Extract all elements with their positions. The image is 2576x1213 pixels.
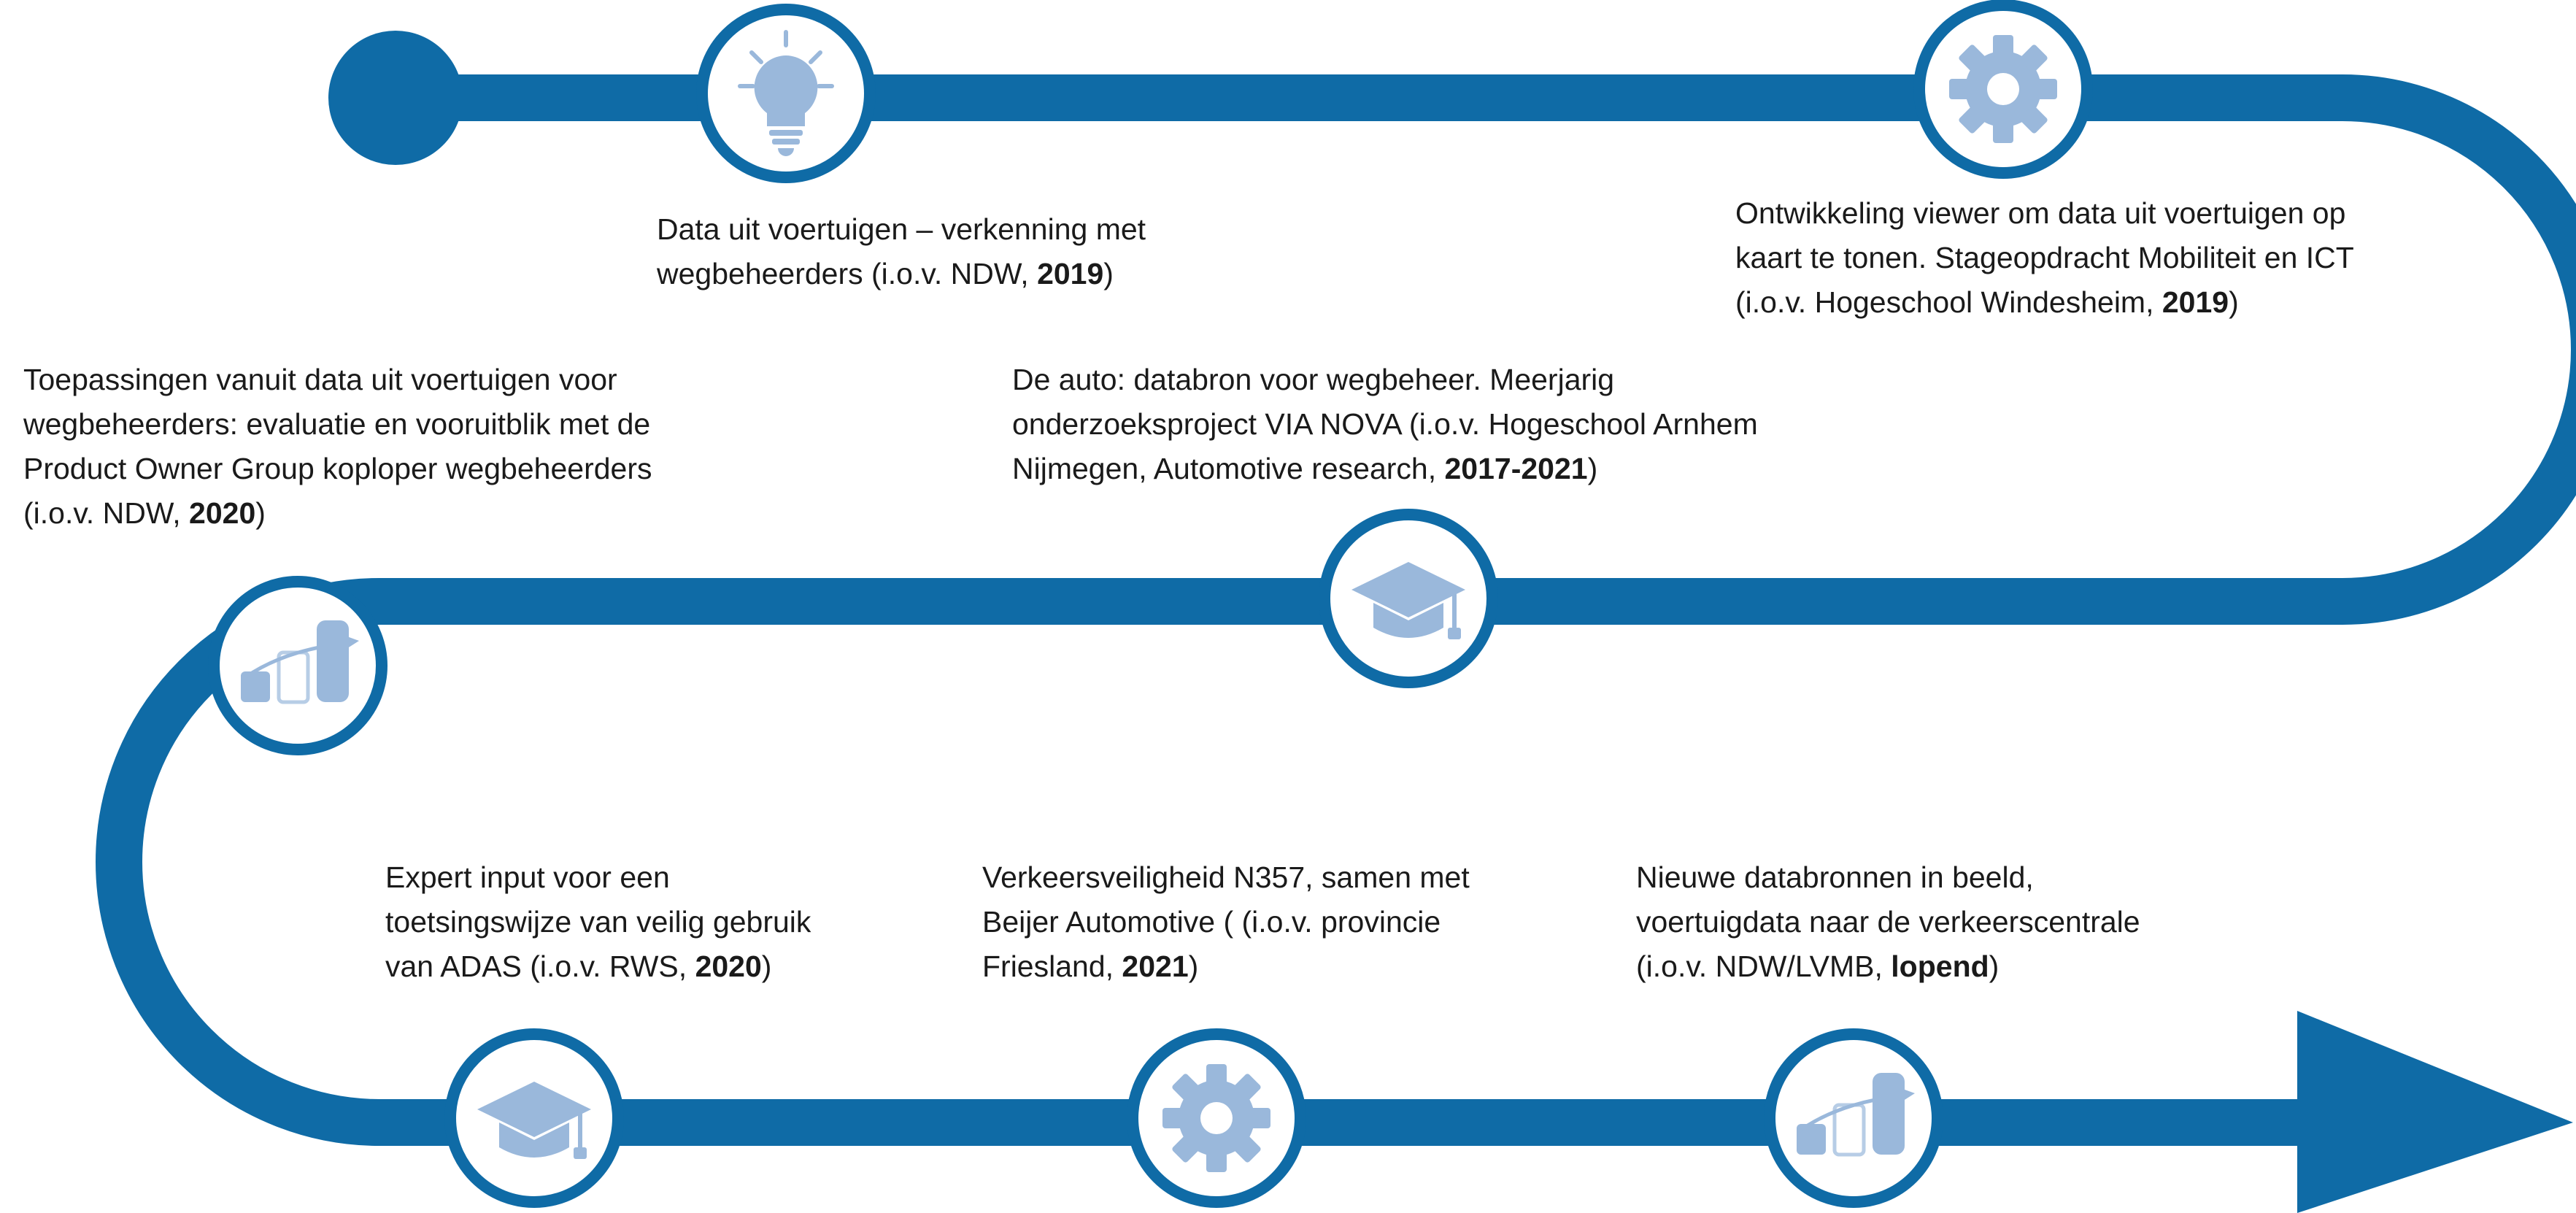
milestone-year: 2021 — [1122, 950, 1189, 983]
milestone-line: Nijmegen, Automotive research, — [1012, 452, 1445, 485]
milestone-year: 2020 — [189, 496, 256, 530]
milestone-line: (i.o.v. NDW, — [23, 496, 190, 530]
milestone-line: Ontwikkeling viewer om data uit voertuig… — [1735, 196, 2346, 230]
milestone-close: ) — [1188, 950, 1199, 983]
growth-chart-icon — [1797, 1073, 1915, 1157]
milestone-line: van ADAS (i.o.v. RWS, — [385, 950, 695, 983]
milestone-close: ) — [2229, 285, 2239, 319]
milestone-node-1 — [696, 4, 876, 183]
milestone-line: Nieuwe databronnen in beeld, — [1636, 860, 2034, 894]
milestone-line: Verkeersveiligheid N357, samen met — [982, 860, 1470, 894]
milestone-text-3: De auto: databron voor wegbeheer. Meerja… — [1012, 358, 1758, 491]
milestone-line: Data uit voertuigen – verkenning met — [657, 212, 1146, 246]
milestone-year: lopend — [1891, 950, 1989, 983]
milestone-line: (i.o.v. Hogeschool Windesheim, — [1735, 285, 2162, 319]
milestone-line: voertuigdata naar de verkeerscentrale — [1636, 905, 2140, 939]
milestone-year: 2019 — [1037, 257, 1104, 290]
milestone-line: toetsingswijze van veilig gebruik — [385, 905, 811, 939]
milestone-close: ) — [1989, 950, 2000, 983]
milestone-line: kaart te tonen. Stageopdracht Mobiliteit… — [1735, 241, 2354, 274]
milestone-text-2: Ontwikkeling viewer om data uit voertuig… — [1735, 191, 2354, 325]
milestone-year: 2020 — [695, 950, 762, 983]
milestone-node-5 — [444, 1028, 624, 1208]
milestone-line: Expert input voor een — [385, 860, 670, 894]
timeline-arrowhead — [2297, 1011, 2573, 1213]
milestone-text-1: Data uit voertuigen – verkenning met weg… — [657, 207, 1146, 296]
milestone-line: wegbeheerders: evaluatie en vooruitblik … — [23, 407, 651, 441]
milestone-line: Beijer Automotive ( (i.o.v. provincie — [982, 905, 1441, 939]
milestone-line: onderzoeksproject VIA NOVA (i.o.v. Hoges… — [1012, 407, 1758, 441]
milestone-node-4 — [208, 576, 387, 755]
milestone-line: wegbeheerders (i.o.v. NDW, — [657, 257, 1038, 290]
milestone-node-7 — [1764, 1028, 1943, 1208]
milestone-line: (i.o.v. NDW/LVMB, — [1636, 950, 1891, 983]
lightbulb-icon — [738, 30, 834, 156]
graduation-cap-icon — [1351, 562, 1465, 639]
milestone-year: 2019 — [2162, 285, 2229, 319]
milestone-line: Friesland, — [982, 950, 1122, 983]
milestone-year: 2017-2021 — [1444, 452, 1588, 485]
milestone-text-6: Verkeersveiligheid N357, samen met Beije… — [982, 855, 1470, 989]
milestone-line: Toepassingen vanuit data uit voertuigen … — [23, 363, 617, 396]
growth-chart-icon — [241, 620, 359, 704]
milestone-close: ) — [1103, 257, 1114, 290]
gear-icon — [1162, 1064, 1270, 1172]
milestone-line: De auto: databron voor wegbeheer. Meerja… — [1012, 363, 1615, 396]
milestone-close: ) — [1587, 452, 1598, 485]
milestone-line: Product Owner Group koploper wegbeheerde… — [23, 452, 652, 485]
timeline-path — [96, 74, 2576, 1146]
milestone-close: ) — [255, 496, 266, 530]
milestone-node-3 — [1319, 509, 1498, 688]
milestone-node-2 — [1913, 0, 2093, 179]
milestone-text-7: Nieuwe databronnen in beeld, voertuigdat… — [1636, 855, 2140, 989]
gear-icon — [1949, 35, 2057, 143]
milestone-node-6 — [1127, 1028, 1306, 1208]
milestone-close: ) — [761, 950, 772, 983]
milestone-text-4: Toepassingen vanuit data uit voertuigen … — [23, 358, 652, 536]
milestone-text-5: Expert input voor een toetsingswijze van… — [385, 855, 811, 989]
graduation-cap-icon — [477, 1082, 591, 1159]
